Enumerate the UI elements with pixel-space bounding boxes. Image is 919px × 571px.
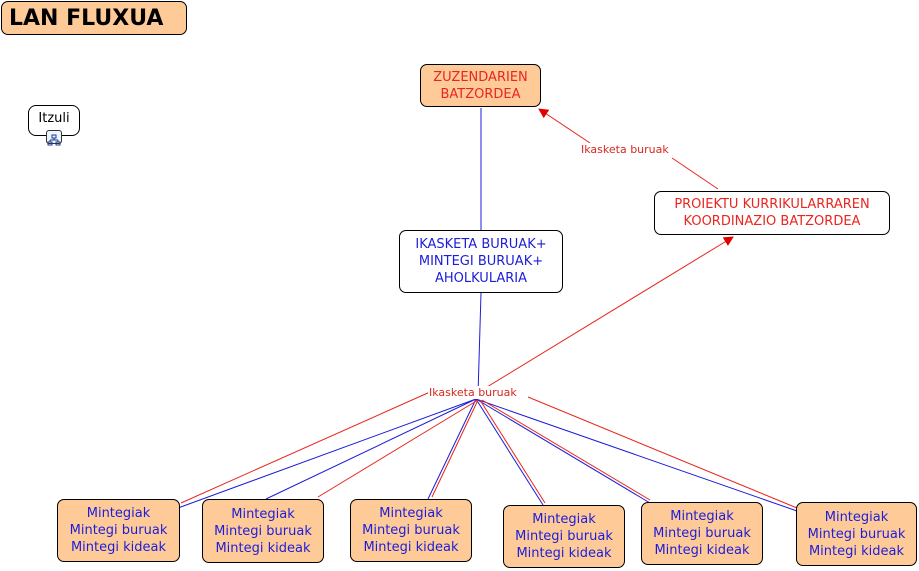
node-line: Mintegiak	[86, 506, 151, 521]
edge-label-ikasketa-hub: Ikasketa buruak	[428, 386, 518, 399]
node-line: Mintegi kideak	[654, 543, 750, 558]
node-line: Mintegi kideak	[516, 546, 612, 561]
node-line: Mintegi buruak	[653, 526, 751, 541]
line-mint4-hub-red	[479, 399, 546, 504]
node-line: Mintegiak	[670, 509, 734, 524]
node-line: BATZORDEA	[440, 86, 521, 102]
node-ikasketa-buruak[interactable]: IKASKETA BURUAK+ MINTEGI BURUAK+ AHOLKUL…	[399, 230, 563, 293]
node-line: IKASKETA BURUAK+	[415, 237, 547, 252]
line-hub-mint3-blue	[427, 398, 477, 500]
line-hub-mint4-blue	[475, 398, 544, 506]
node-line: Mintegi kideak	[215, 540, 311, 556]
node-line: Mintegi buruak	[807, 526, 906, 542]
node-line: Mintegiak	[231, 506, 295, 522]
node-line: Mintegi buruak	[515, 529, 613, 544]
node-mintegiak-2[interactable]: Mintegiak Mintegi buruak Mintegi kideak	[202, 499, 324, 563]
line-hub-mint6-blue	[475, 398, 798, 512]
node-line: KOORDINAZIO BATZORDEA	[683, 214, 861, 229]
arrow-label-zuzendarien	[538, 108, 591, 144]
node-line: ZUZENDARIEN	[433, 69, 528, 85]
node-mintegiak-6[interactable]: Mintegiak Mintegi buruak Mintegi kideak	[796, 502, 917, 566]
node-mintegiak-1[interactable]: Mintegiak Mintegi buruak Mintegi kideak	[57, 499, 180, 562]
node-line: Mintegi kideak	[363, 540, 459, 555]
node-line: PROIEKTU KURRIKULARRAREN	[674, 197, 870, 212]
page-title: LAN FLUXUA	[1, 1, 187, 35]
node-zuzendarien-batzordea[interactable]: ZUZENDARIEN BATZORDEA	[420, 64, 541, 107]
arrow-hub-proiektu	[486, 236, 734, 388]
line-hub-mint1-blue	[177, 398, 477, 509]
line-hub-mint2-blue	[265, 398, 477, 500]
line-mint1-hub-red	[180, 391, 431, 504]
back-button-label: Itzuli	[38, 111, 70, 126]
node-line: Mintegi buruak	[69, 523, 168, 538]
node-line: Mintegi kideak	[70, 540, 167, 555]
node-line: Mintegi buruak	[214, 523, 312, 539]
node-line: Mintegi kideak	[808, 543, 905, 559]
line-mint6-hub-red	[527, 396, 798, 509]
line-hub-mint5-blue	[475, 398, 651, 504]
node-proiektu-kurrikularraren[interactable]: PROIEKTU KURRIKULARRAREN KOORDINAZIO BAT…	[654, 191, 890, 235]
node-line: MINTEGI BURUAK+	[418, 254, 544, 269]
node-line: AHOLKULARIA	[434, 271, 528, 286]
node-line: Mintegiak	[532, 512, 596, 527]
line-mint3-hub-red	[431, 399, 479, 498]
node-mintegiak-4[interactable]: Mintegiak Mintegi buruak Mintegi kideak	[503, 505, 625, 568]
hierarchy-icon[interactable]	[46, 130, 62, 146]
node-line: Mintegi buruak	[362, 523, 460, 538]
edge-label-ikasketa-top: Ikasketa buruak	[580, 143, 670, 156]
line-ikasketa-hub	[477, 292, 482, 396]
node-mintegiak-5[interactable]: Mintegiak Mintegi buruak Mintegi kideak	[641, 502, 763, 565]
line-proiektu-label	[671, 157, 719, 190]
node-line: Mintegiak	[824, 509, 889, 525]
line-mint2-hub-red	[317, 399, 479, 498]
line-mint5-hub-red	[481, 399, 651, 501]
node-line: Mintegiak	[379, 506, 443, 521]
node-mintegiak-3[interactable]: Mintegiak Mintegi buruak Mintegi kideak	[350, 499, 472, 562]
